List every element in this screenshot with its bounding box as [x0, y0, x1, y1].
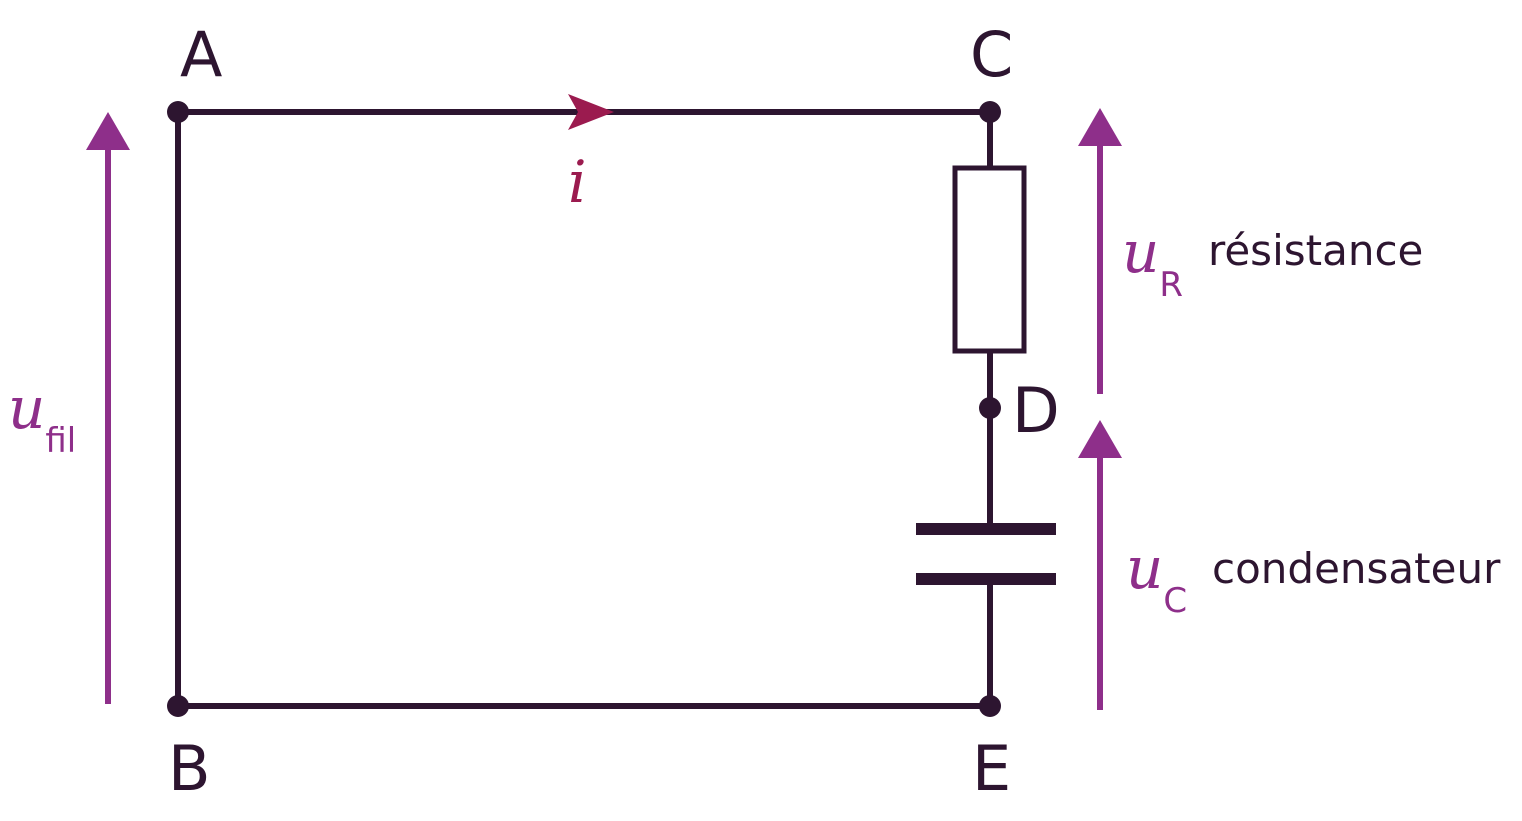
- capacitor-icon: [916, 523, 1056, 585]
- node-label-d: D: [1012, 374, 1060, 447]
- node-dot-e: [979, 695, 1001, 717]
- voltage-fil-symbol: u: [8, 374, 45, 442]
- resistance-description: résistance: [1208, 226, 1423, 275]
- voltage-label-resistance: uR: [1122, 218, 1183, 305]
- current-symbol: i: [568, 148, 587, 216]
- node-label-b: B: [168, 732, 211, 805]
- voltage-arrow-fil: [86, 112, 130, 704]
- voltage-arrow-condensateur: [1078, 420, 1122, 710]
- condensateur-description: condensateur: [1212, 544, 1501, 593]
- resistor-icon: [952, 165, 1027, 354]
- node-dot-d: [979, 397, 1001, 419]
- voltage-arrow-condensateur-head-icon: [1078, 420, 1122, 458]
- voltage-label-fil: ufil: [8, 374, 76, 461]
- voltage-resistance-subscript: R: [1159, 265, 1183, 305]
- voltage-arrow-resistance: [1078, 108, 1122, 394]
- voltage-condensateur-symbol: u: [1126, 534, 1163, 602]
- voltage-label-condensateur: uC: [1126, 534, 1187, 621]
- voltage-arrow-resistance-head-icon: [1078, 108, 1122, 146]
- current-arrowhead-icon: [568, 94, 614, 130]
- voltage-condensateur-subscript: C: [1163, 581, 1187, 621]
- voltage-resistance-symbol: u: [1122, 218, 1159, 286]
- capacitor-plate-top: [916, 523, 1056, 535]
- node-dot-c: [979, 101, 1001, 123]
- capacitor-plate-bottom: [916, 573, 1056, 585]
- node-dot-b: [167, 695, 189, 717]
- node-label-c: C: [970, 18, 1013, 91]
- node-dot-a: [167, 101, 189, 123]
- node-label-e: E: [972, 732, 1011, 805]
- node-dots: [167, 101, 1001, 717]
- voltage-arrow-fil-head-icon: [86, 112, 130, 150]
- node-label-a: A: [180, 18, 222, 91]
- voltage-fil-subscript: fil: [45, 421, 76, 461]
